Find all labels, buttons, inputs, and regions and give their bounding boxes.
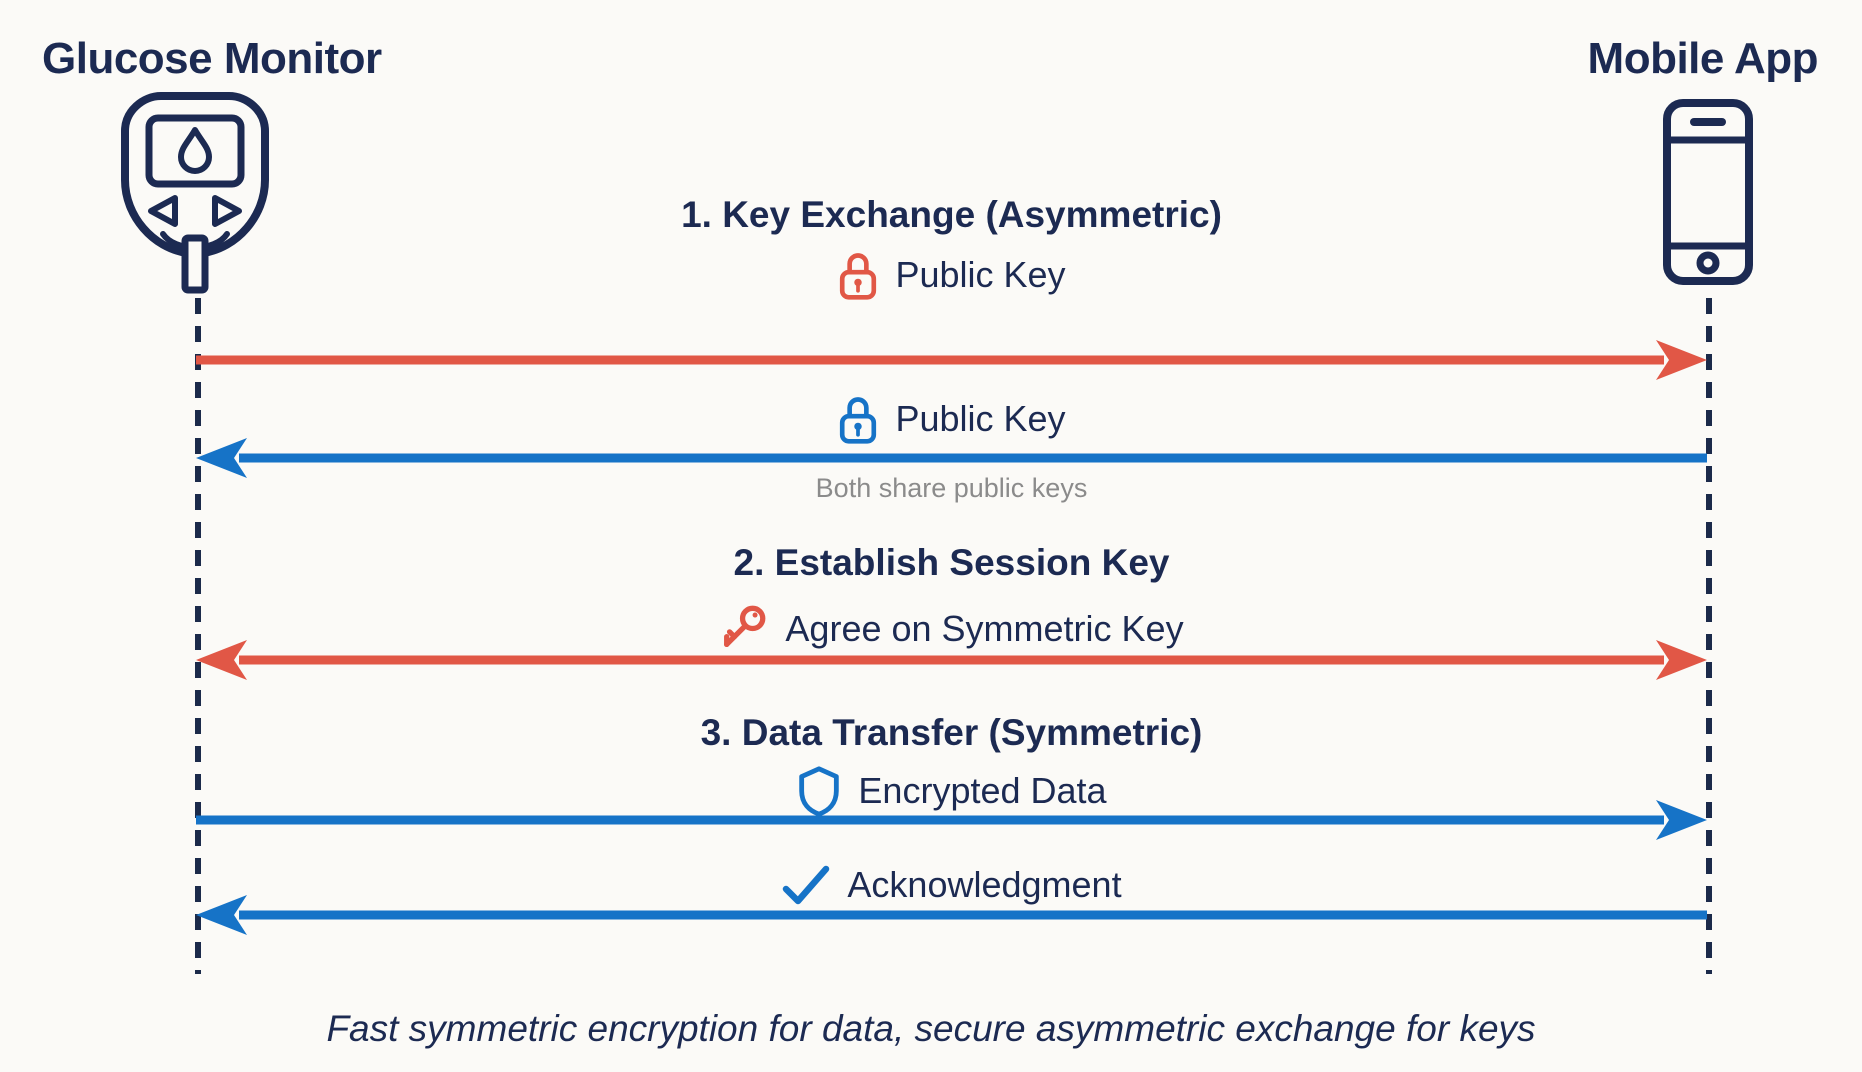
message-row-public-key-blue: Public Key xyxy=(196,392,1707,446)
diagram-caption: Fast symmetric encryption for data, secu… xyxy=(326,1008,1536,1049)
glucose-monitor-icon xyxy=(119,90,271,297)
section-title: 3. Data Transfer (Symmetric) xyxy=(700,712,1203,753)
smartphone-icon xyxy=(1662,98,1754,286)
section-1-title-row: 1. Key Exchange (Asymmetric) xyxy=(196,192,1707,238)
section-2-title-row: 2. Establish Session Key xyxy=(196,540,1707,586)
message-label: Public Key xyxy=(895,254,1066,295)
note-row: Both share public keys xyxy=(196,472,1707,504)
message-label: Public Key xyxy=(895,398,1066,439)
message-label: Encrypted Data xyxy=(858,770,1107,811)
arrow-symmetric-key-both xyxy=(196,638,1707,682)
section-title: 1. Key Exchange (Asymmetric) xyxy=(681,194,1222,235)
right-actor-title: Mobile App xyxy=(1587,34,1819,83)
key-icon xyxy=(719,604,769,654)
lock-icon xyxy=(837,393,879,445)
lock-icon xyxy=(837,249,879,301)
message-row-acknowledgment: Acknowledgment xyxy=(196,860,1707,910)
note-label: Both share public keys xyxy=(815,472,1088,503)
check-icon xyxy=(781,864,831,906)
shield-icon xyxy=(796,765,842,817)
arrow-acknowledgment-left xyxy=(196,893,1707,937)
message-row-encrypted-data: Encrypted Data xyxy=(196,764,1707,818)
right-lifeline xyxy=(1704,298,1714,974)
arrow-encrypted-data-right xyxy=(196,798,1707,842)
message-label: Acknowledgment xyxy=(847,864,1122,905)
left-lifeline xyxy=(193,298,203,974)
message-row-public-key-red: Public Key xyxy=(196,248,1707,302)
message-row-symmetric-key: Agree on Symmetric Key xyxy=(196,602,1707,656)
message-label: Agree on Symmetric Key xyxy=(785,608,1184,649)
arrow-public-key-left xyxy=(196,436,1707,480)
section-3-title-row: 3. Data Transfer (Symmetric) xyxy=(196,710,1707,756)
section-title: 2. Establish Session Key xyxy=(733,542,1170,583)
arrow-public-key-right xyxy=(196,338,1707,382)
left-actor-title: Glucose Monitor xyxy=(42,34,382,83)
